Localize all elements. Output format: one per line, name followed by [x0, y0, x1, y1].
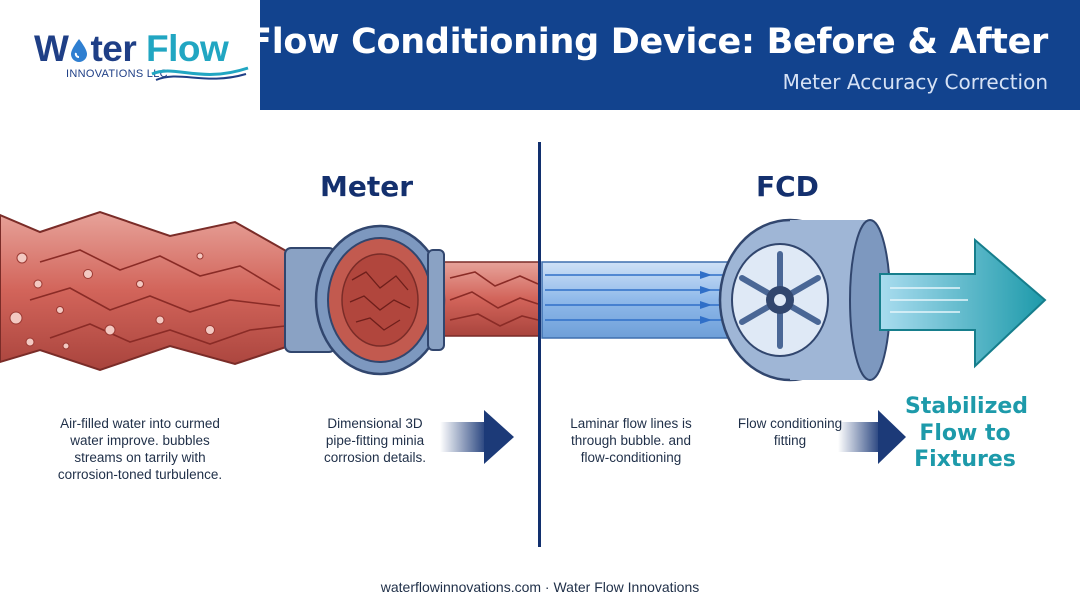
logo-text-flow: Flow [146, 28, 229, 69]
page-title: Flow Conditioning Device: Before & After [248, 22, 1048, 62]
logo: W ter Flow INNOVATIONS LLC [0, 0, 258, 110]
before-caption-2: Dimensional 3D pipe-fitting minia corros… [323, 416, 427, 465]
result-label: Stabilized Flow to Fixtures [905, 394, 1029, 472]
fcd-device [718, 218, 891, 382]
footer-text: waterflowinnovations.com · Water Flow In… [380, 579, 700, 595]
after-caption-1: Laminar flow lines is through bubble. an… [570, 416, 692, 465]
arrow-right-icon [440, 410, 514, 464]
before-heading: Meter [320, 170, 414, 203]
before-caption-1: Air-filled water into curmed water impro… [57, 416, 223, 482]
page-subtitle: Meter Accuracy Correction [782, 70, 1048, 94]
water-drop-icon [68, 30, 90, 62]
arrow-right-icon [838, 410, 906, 464]
header-bar: Flow Conditioning Device: Before & After… [248, 0, 1080, 110]
output-arrow [879, 237, 1047, 369]
logo-wordmark: W ter Flow [34, 28, 229, 70]
meter-fitting [284, 224, 446, 376]
logo-subtitle: INNOVATIONS LLC [66, 68, 168, 80]
laminar-pipe [541, 261, 743, 339]
wave-icon [151, 66, 249, 81]
before-after-divider [538, 142, 541, 547]
after-heading: FCD [756, 170, 819, 203]
turbulent-pipe [0, 210, 541, 372]
logo-letter-w: W [34, 28, 69, 69]
logo-text-ter: ter [90, 28, 137, 69]
after-caption-2: Flow conditioning fitting [737, 416, 843, 448]
